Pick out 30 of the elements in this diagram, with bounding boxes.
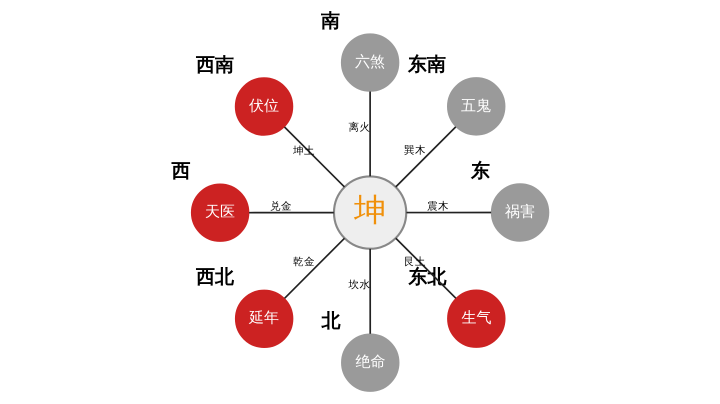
node-circle: 生气 (447, 289, 506, 348)
edge-label: 兑金 (270, 199, 292, 212)
edge-label: 巽木 (404, 144, 426, 157)
node-label: 东 (471, 158, 490, 182)
node-label: 南 (321, 8, 340, 32)
connector (395, 126, 456, 188)
connector (406, 212, 492, 214)
edge-label: 离火 (348, 120, 370, 134)
connector (249, 212, 334, 214)
node-circle: 绝命 (341, 333, 400, 392)
connector (284, 238, 346, 299)
node-label: 东南 (408, 52, 446, 76)
node-label: 西北 (196, 265, 234, 288)
node-circle: 天医 (190, 183, 250, 242)
node-circle: 五鬼 (447, 77, 506, 136)
edge-label: 坎水 (348, 278, 371, 292)
connector (369, 92, 371, 176)
connector (395, 238, 456, 299)
edge-label: 乾金 (292, 255, 315, 268)
node-label: 西南 (196, 52, 234, 76)
node-circle: 延年 (234, 290, 294, 348)
node-circle: 坤 (332, 175, 408, 250)
node-label: 北 (321, 308, 340, 332)
edge-label: 震木 (427, 199, 450, 212)
node-label: 西 (171, 158, 190, 182)
connector (284, 126, 346, 188)
node-circle: 六煞 (340, 33, 400, 92)
node-circle: 祸害 (490, 183, 550, 242)
node-circle: 伏位 (234, 77, 294, 136)
connector (369, 248, 372, 334)
